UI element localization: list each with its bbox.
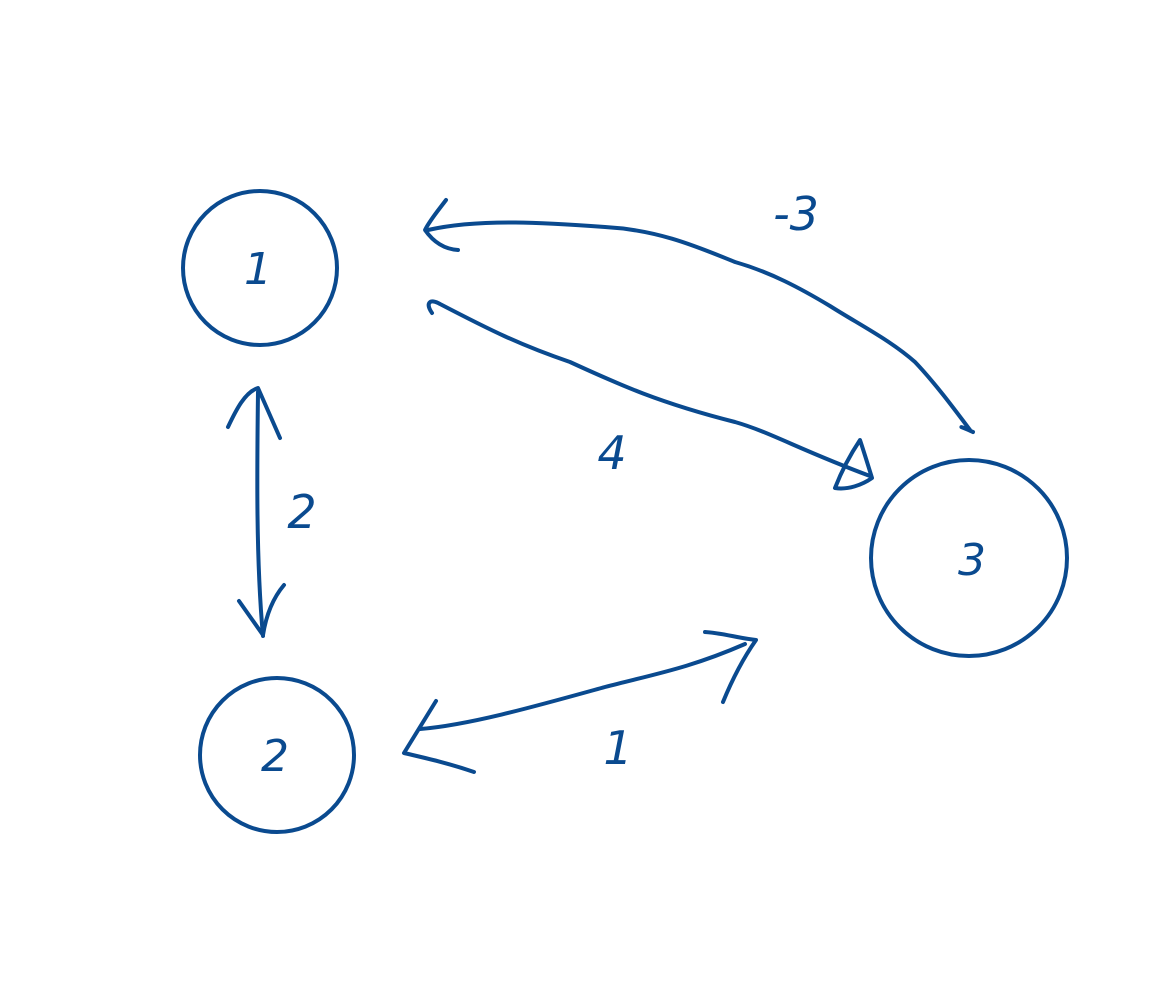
- node-1-label: 1: [244, 244, 272, 295]
- node-1[interactable]: 1: [181, 189, 339, 347]
- node-2-label: 2: [261, 731, 289, 782]
- arrowhead-up: [226, 386, 282, 440]
- arrowhead-down: [237, 583, 286, 637]
- node-3-label: 3: [958, 535, 986, 586]
- arrowhead-into-node-3: [833, 438, 874, 491]
- edge-3-1[interactable]: -3: [423, 187, 975, 434]
- edge-1-3[interactable]: 4: [426, 299, 874, 491]
- node-2[interactable]: 2: [198, 676, 356, 834]
- arrowhead-right: [703, 630, 758, 704]
- edge-1-2-weight: 2: [287, 485, 316, 539]
- edge-2-3[interactable]: 1: [402, 630, 758, 775]
- edge-2-3-weight: 1: [603, 721, 632, 775]
- arrowhead-into-node-1: [423, 198, 460, 252]
- edge-1-3-weight: 4: [597, 426, 626, 480]
- edge-3-1-weight: -3: [773, 187, 819, 241]
- edge-1-2[interactable]: 2: [226, 386, 317, 638]
- arrowhead-left: [402, 699, 476, 774]
- node-3[interactable]: 3: [869, 458, 1069, 658]
